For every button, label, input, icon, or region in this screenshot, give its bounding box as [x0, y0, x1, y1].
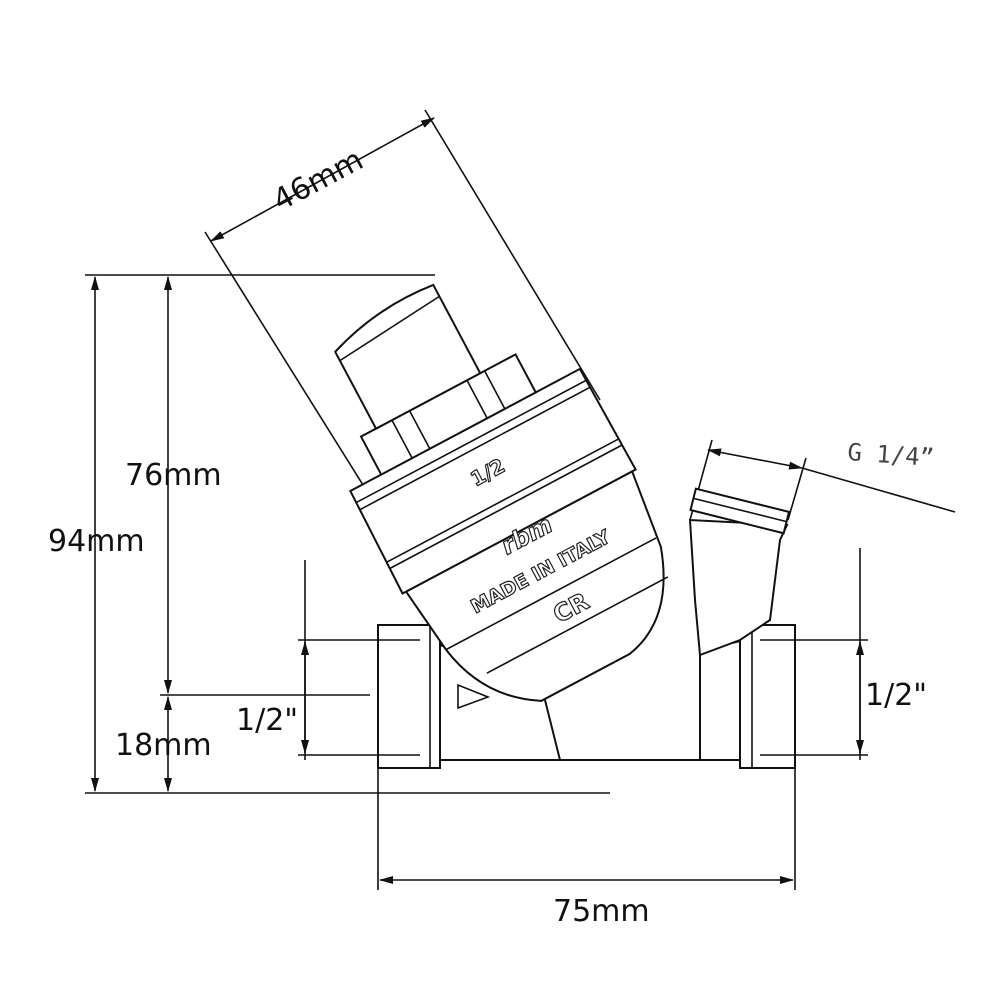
adjustment-cap: [333, 283, 482, 430]
flow-arrow-icon: [457, 683, 491, 710]
label-46mm: 46mm: [267, 142, 369, 218]
label-75mm: 75mm: [553, 894, 650, 929]
label-g14: G 1/4”: [847, 438, 935, 472]
outlet-connector: [739, 624, 796, 769]
dim-g14-line: [707, 448, 803, 470]
g14-leader: [801, 467, 956, 513]
label-94mm: 94mm: [48, 524, 145, 559]
valve-body: 1/2 rbm MADE IN ITALY CR: [333, 283, 796, 769]
label-76mm: 76mm: [125, 458, 222, 493]
label-18mm: 18mm: [115, 728, 212, 763]
label-inlet-thread: 1/2": [236, 703, 298, 738]
label-outlet-thread: 1/2": [865, 678, 927, 713]
dimension-lines: [91, 117, 956, 884]
dim-46mm-line: [210, 117, 435, 242]
